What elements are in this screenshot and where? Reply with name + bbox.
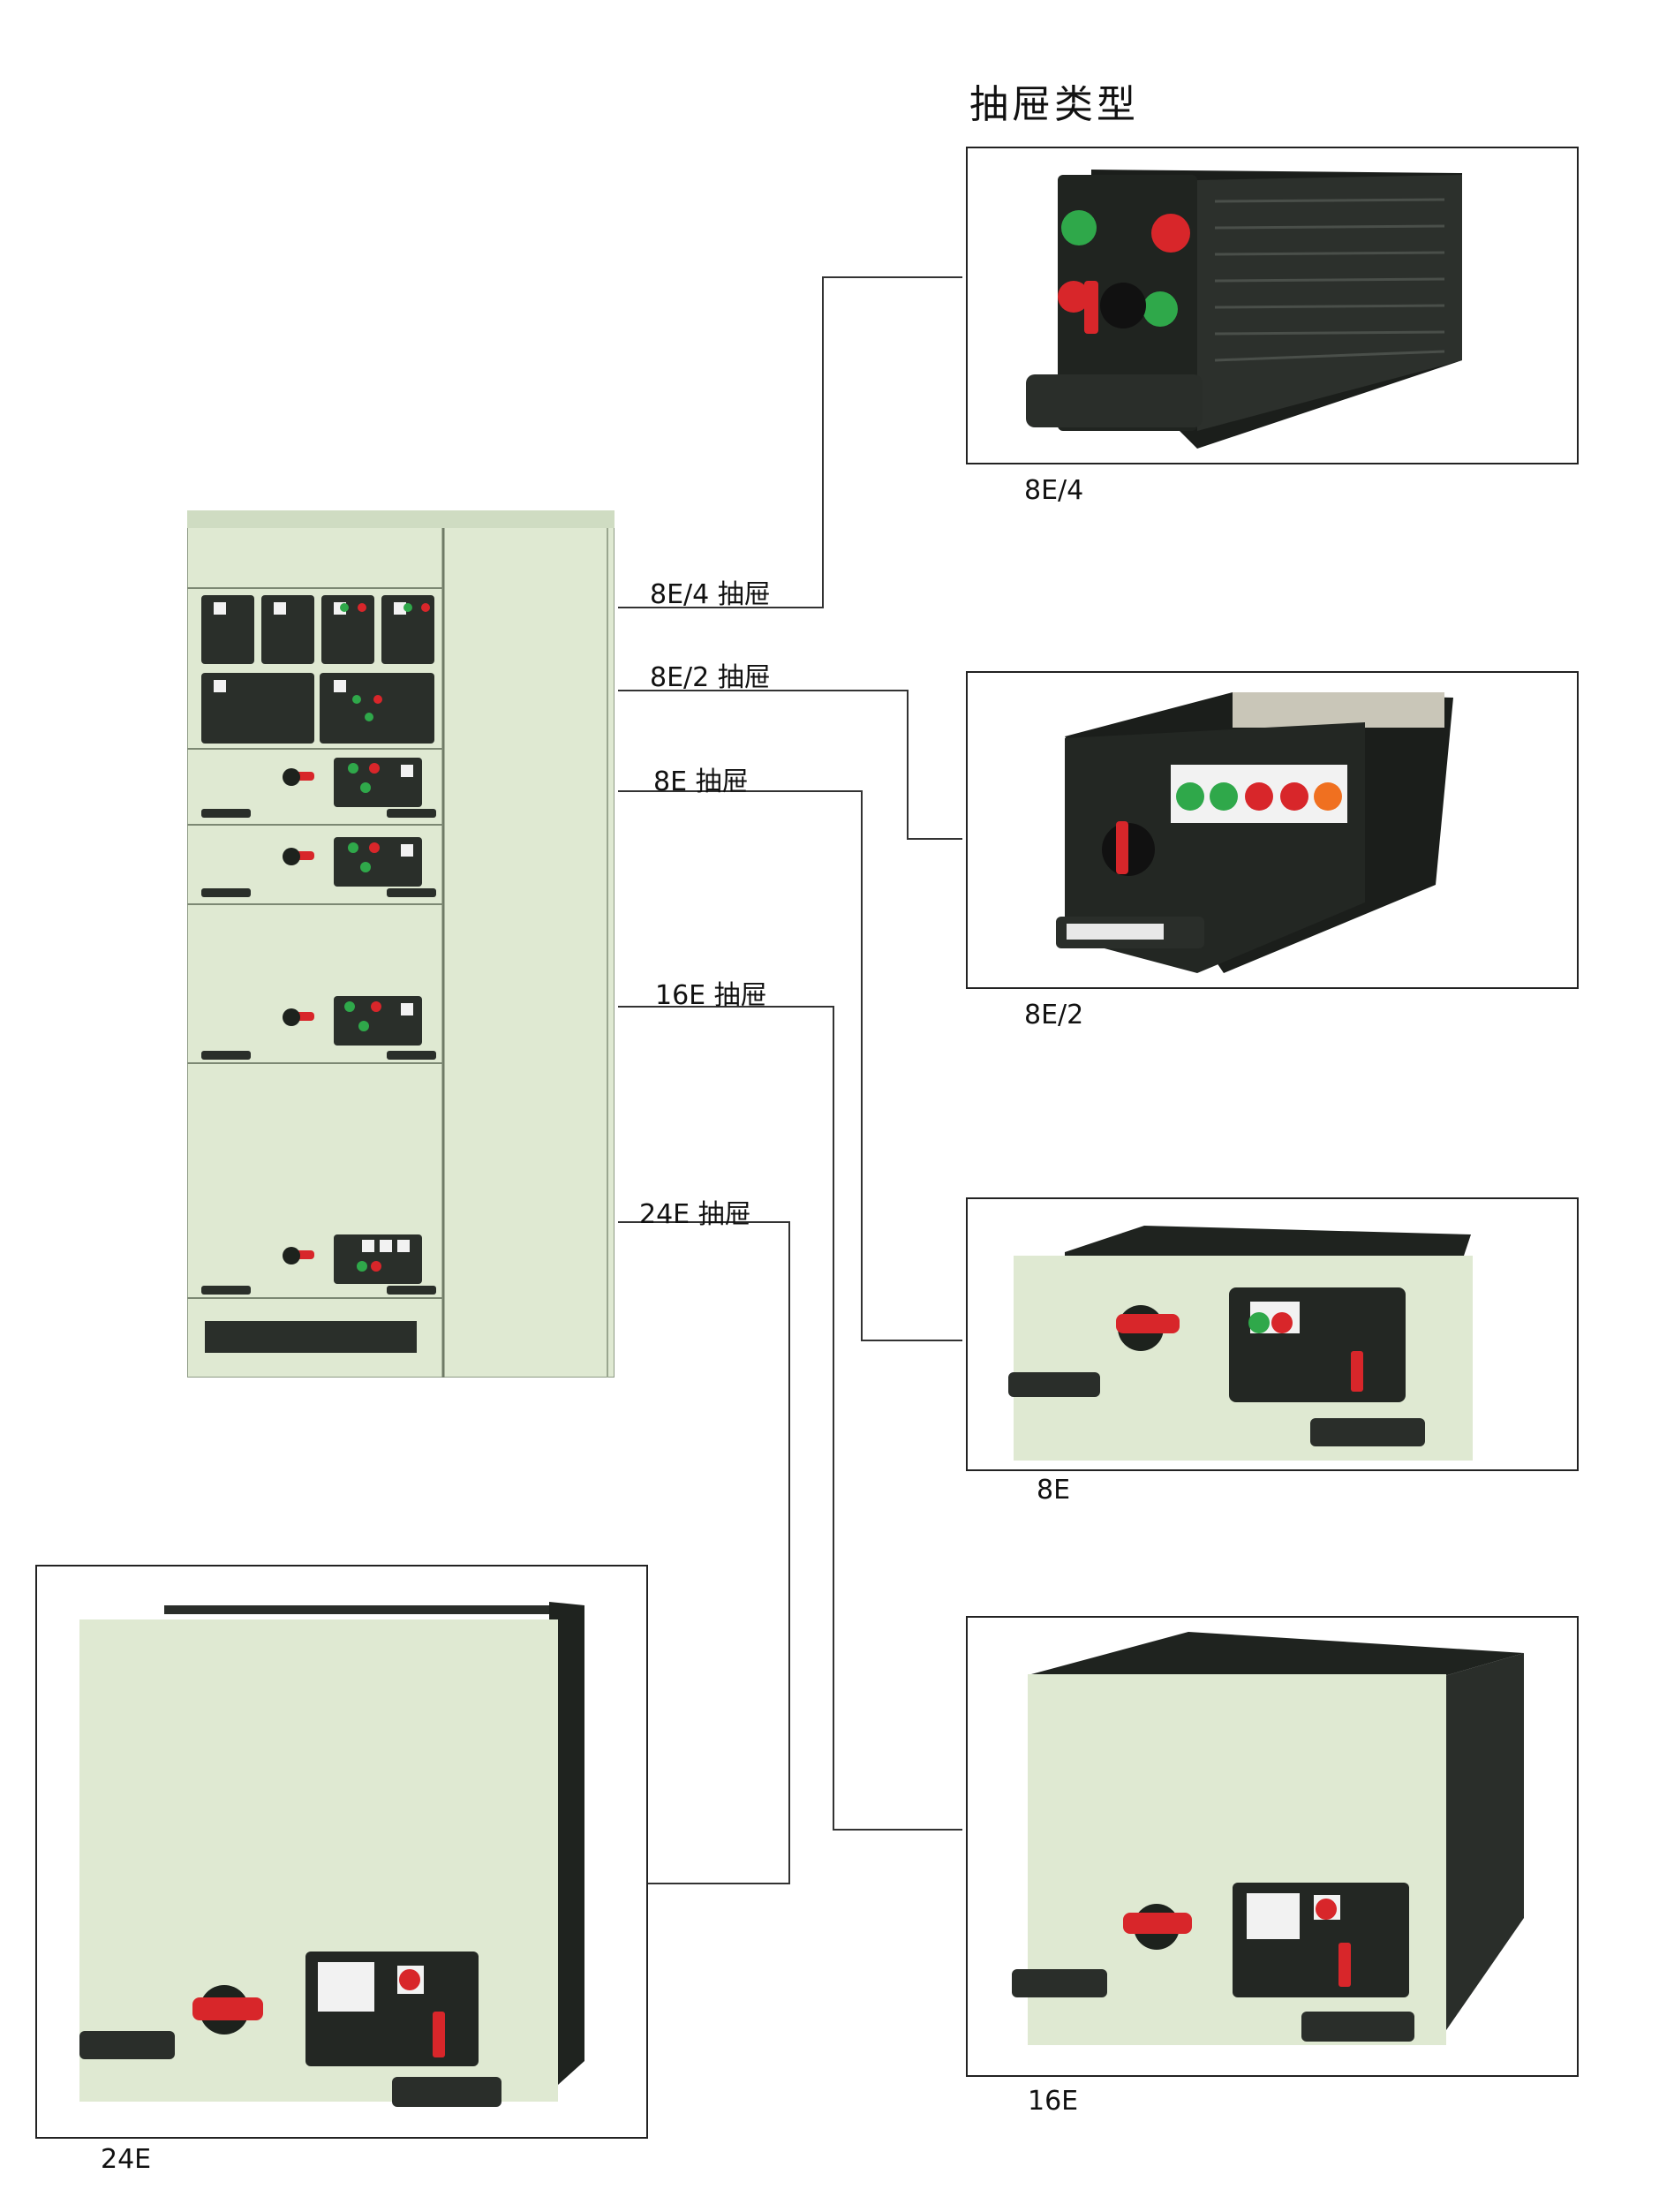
photo-16e-drawer [966,1616,1579,2077]
photo-24e-drawer [35,1565,648,2139]
caption-16e: 16E [1028,2086,1079,2117]
photo-8e2-drawer [966,671,1579,989]
photo-8e-drawer [966,1197,1579,1471]
switchgear-cabinet [187,510,615,1378]
line-8e4 [618,276,962,608]
caption-8e2: 8E/2 [1024,1000,1084,1031]
photo-8e4-drawer [966,147,1579,464]
callout-8e: 8E 抽屉 [653,766,749,797]
callout-8e4: 8E/4 抽屉 [650,579,771,610]
line-8e [618,790,962,1341]
callout-8e2: 8E/2 抽屉 [650,662,771,693]
caption-8e: 8E [1037,1475,1071,1506]
callout-16e: 16E 抽屉 [655,980,767,1011]
caption-8e4: 8E/4 [1024,475,1084,506]
line-16e [618,1006,962,1831]
caption-24e: 24E [101,2144,152,2175]
callout-24e: 24E 抽屉 [639,1199,751,1230]
page-title: 抽屉类型 [969,82,1139,127]
